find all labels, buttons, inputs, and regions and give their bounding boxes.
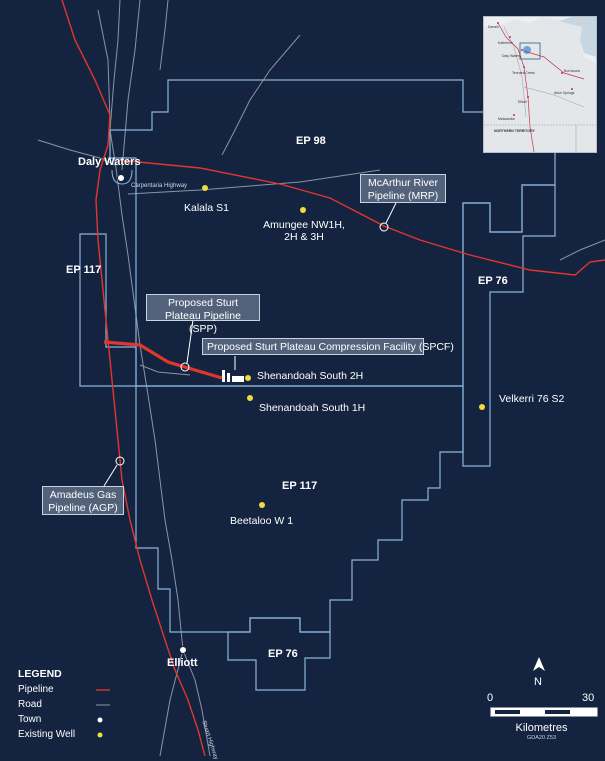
inset-place-katherine: Katherine	[498, 41, 513, 45]
scale-bar-graphic	[490, 707, 598, 717]
scale-min: 0	[487, 692, 494, 704]
spp-marker	[180, 362, 190, 372]
inset-place-daly-waters: Daly Waters	[502, 54, 521, 58]
inset-place-tennant-creek: Tennant Creek	[512, 71, 535, 75]
ep98-label: EP 98	[296, 135, 326, 147]
inset-study-area	[519, 42, 541, 60]
inset-towns	[497, 22, 573, 116]
shenandoah-1h-label: Shenandoah South 1H	[259, 402, 366, 414]
mrp-leader	[385, 202, 397, 224]
agp-callout: Amadeus Gas Pipeline (AGP)	[42, 486, 124, 515]
inset-graphics	[484, 17, 596, 152]
callout-markers	[103, 202, 397, 487]
spp-callout: Proposed Sturt Plateau Pipeline (SPP)	[146, 294, 260, 335]
agp-marker	[115, 456, 125, 466]
spp-leader	[186, 319, 194, 364]
legend-pipeline-label: Pipeline	[18, 684, 54, 695]
inset-roads	[484, 26, 596, 152]
ep117-north-boundary	[79, 233, 137, 387]
velkerri-well	[479, 404, 485, 410]
inset-map: Darwin Daly Waters Tennant Creek Katheri…	[483, 16, 597, 153]
north-arrow-label: N	[534, 676, 542, 688]
mrp-marker	[379, 222, 389, 232]
inset-place-darwin: Darwin	[488, 25, 499, 29]
inset-land	[484, 17, 596, 152]
beetaloo-well	[259, 502, 265, 508]
daly-waters-loop	[111, 169, 133, 185]
ep117-north-label: EP 117	[66, 264, 102, 276]
scale-datum: GDA20 Z53	[526, 735, 557, 741]
ep76-south-label: EP 76	[268, 648, 298, 660]
ep76-east-boundary	[462, 184, 556, 467]
legend-symbols	[96, 689, 110, 738]
inset-place-alice-springs: Alice Springs	[554, 91, 575, 95]
agp-leader	[103, 464, 118, 487]
kalala-label: Kalala S1	[184, 202, 229, 214]
inset-place-elliott: Elliott	[518, 100, 527, 104]
velkerri-label: Velkerri 76 S2	[499, 393, 565, 405]
amungee-label: Amungee NW1H, 2H & 3H	[263, 219, 345, 244]
amungee-well	[300, 207, 306, 213]
daly-waters-town	[117, 174, 125, 182]
carpentaria-highway-road	[127, 169, 381, 195]
road-north-1	[97, 9, 111, 121]
road-facility-link	[139, 364, 191, 376]
stuart-highway-road	[109, 0, 211, 756]
legend-well-label: Existing Well	[18, 729, 76, 740]
mrp-callout: McArthur River Pipeline (MRP)	[360, 174, 446, 203]
shenandoah-2h-well	[245, 375, 251, 381]
kalala-well	[202, 185, 208, 191]
legend: LEGEND Pipeline Road Town Existing Well	[18, 668, 128, 743]
well-dot	[97, 732, 103, 738]
legend-town-label: Town	[18, 714, 42, 725]
ep76-east-label: EP 76	[478, 275, 508, 287]
factory-icon	[222, 370, 244, 382]
scale-max: 30	[582, 692, 595, 704]
legend-title: LEGEND	[18, 668, 62, 680]
daly-waters-label: Daly Waters	[78, 156, 141, 168]
ep76-south-boundary	[227, 617, 331, 691]
permit-boundaries	[79, 79, 556, 691]
legend-road-label: Road	[18, 699, 42, 710]
legend-item: Pipeline	[18, 683, 128, 698]
shenandoah-2h-label: Shenandoah South 2H	[257, 370, 364, 382]
road-northeast	[221, 34, 301, 156]
ep117-south-label: EP 117	[282, 480, 318, 492]
road-east	[559, 239, 605, 261]
inset-region-label: NORTHERN TERRITORY	[494, 129, 535, 133]
wells-layer	[202, 185, 485, 508]
shenandoah-1h-well	[247, 395, 253, 401]
road-south-1	[159, 649, 184, 756]
elliott-label: Elliott	[167, 657, 198, 669]
beetaloo-label: Beetaloo W 1	[230, 515, 294, 527]
inset-highlight	[523, 46, 531, 54]
inset-place-mataranka: Mataranka	[498, 117, 515, 121]
inset-place-borroloola: Borroloola	[564, 69, 580, 73]
legend-item: Road	[18, 698, 128, 713]
ep117-south-boundary	[135, 385, 464, 633]
carpentaria-highway-label: Carpentaria Highway	[131, 183, 188, 189]
spcf-callout: Proposed Sturt Plateau Compression Facil…	[202, 338, 454, 355]
legend-item: Existing Well	[18, 728, 128, 743]
road-west-link	[37, 139, 116, 166]
mcarthur-river-pipeline	[117, 159, 605, 276]
north-arrow-icon	[533, 657, 545, 671]
towns-layer	[117, 174, 187, 654]
legend-item: Town	[18, 713, 128, 728]
sturt-plateau-pipeline	[103, 340, 223, 380]
road-northeast-branch	[159, 0, 169, 71]
town-dot	[97, 717, 103, 723]
elliott-town	[179, 646, 187, 654]
pipelines-layer	[61, 0, 605, 756]
inset-water	[542, 17, 596, 57]
road-north-2	[121, 0, 141, 171]
scale-unit: Kilometres	[515, 722, 568, 734]
amadeus-gas-pipeline	[61, 0, 206, 756]
